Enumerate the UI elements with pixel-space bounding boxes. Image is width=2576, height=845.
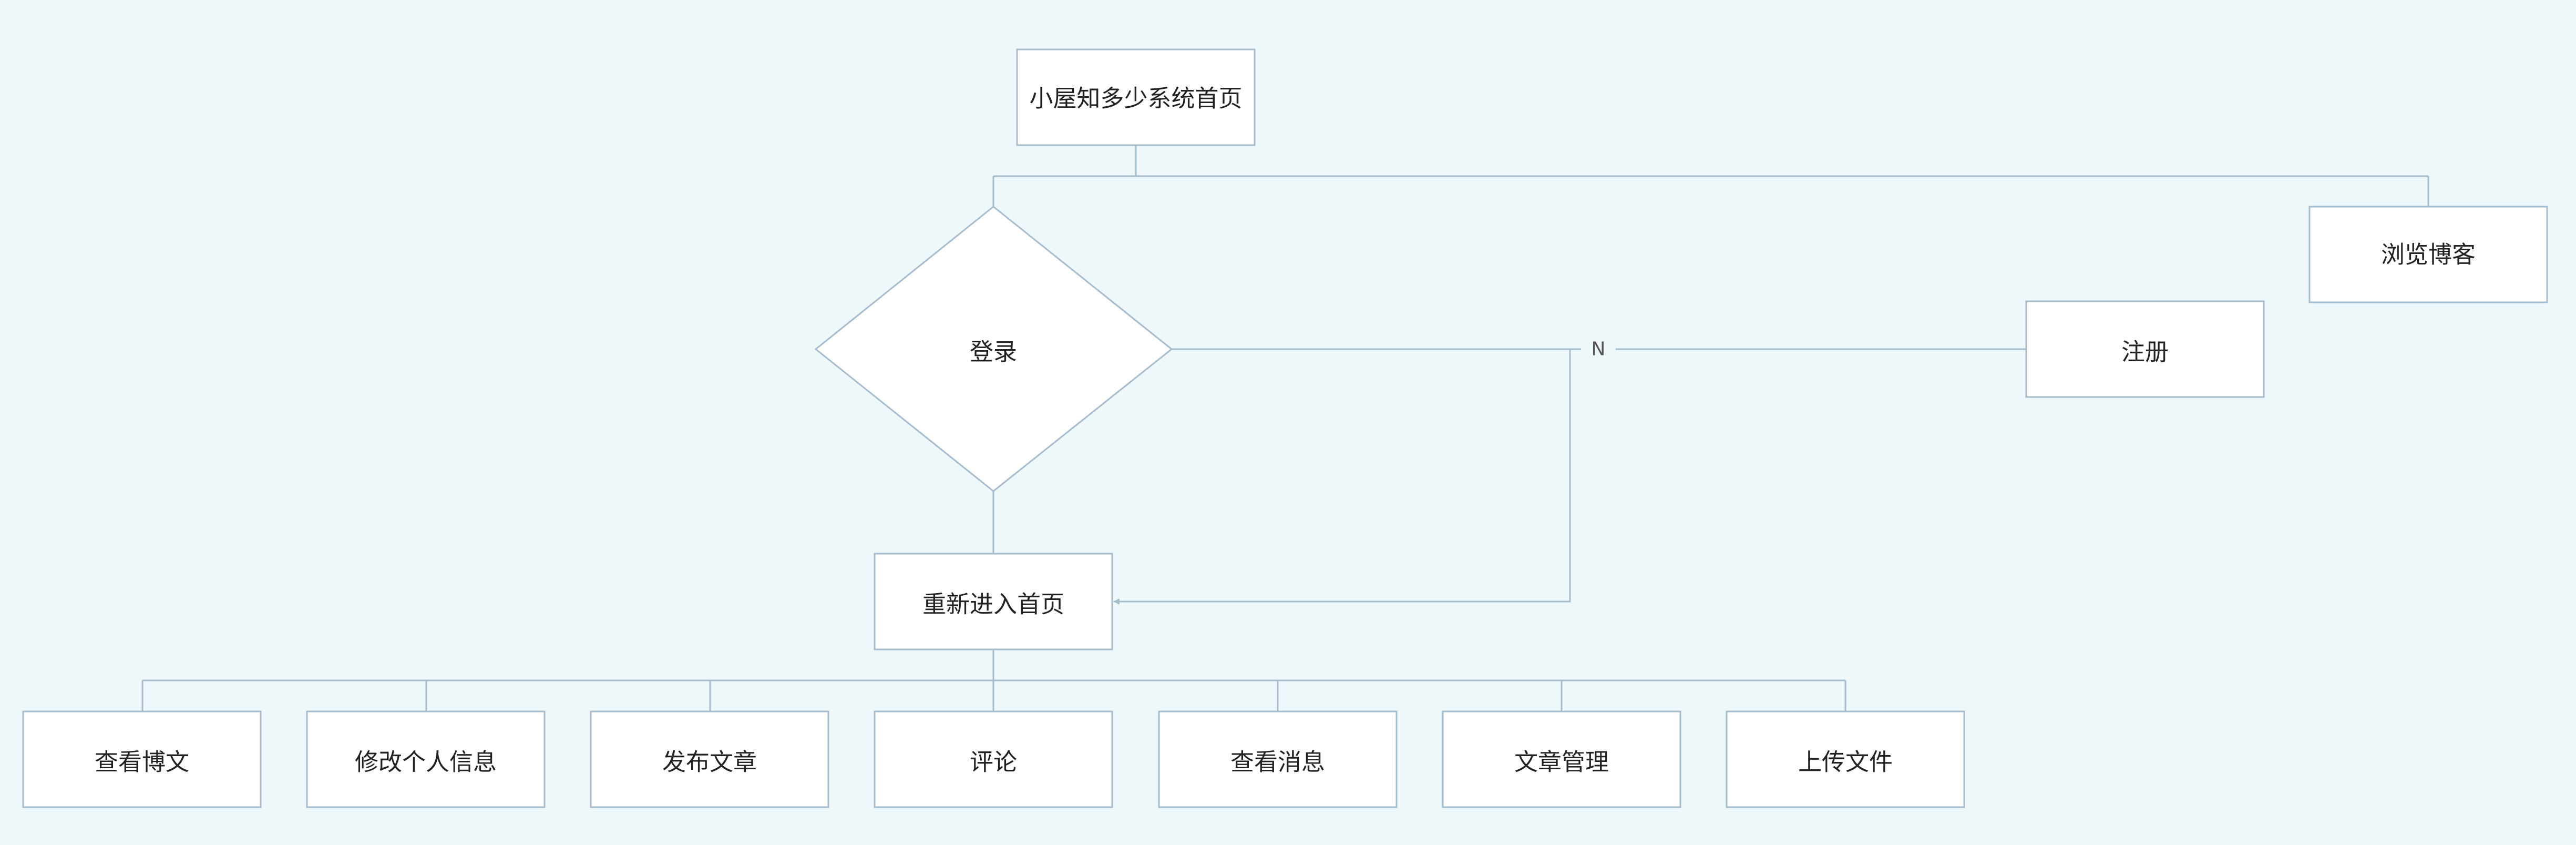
node-register: 注册 [2025, 300, 2265, 398]
node-view-messages: 查看消息 [1158, 710, 1398, 808]
node-edit-profile: 修改个人信息 [306, 710, 546, 808]
connectors [141, 145, 2429, 711]
node-home-label: 小屋知多少系统首页 [1029, 85, 1242, 113]
node-manage-articles: 文章管理 [1442, 710, 1681, 808]
node-home: 小屋知多少系统首页 [1016, 48, 1256, 146]
node-comment: 评论 [874, 710, 1113, 808]
node-publish-article: 发布文章 [590, 710, 829, 808]
node-login-label: 登录 [970, 338, 1017, 366]
edge-label-no: N [1581, 337, 1616, 362]
node-browse-blog: 浏览博客 [2308, 206, 2548, 303]
node-edit-profile-label: 修改个人信息 [355, 748, 497, 776]
node-upload-file: 上传文件 [1726, 710, 1965, 808]
node-upload-file-label: 上传文件 [1798, 748, 1893, 776]
node-reenter-home: 重新进入首页 [874, 553, 1113, 650]
node-view-messages-label: 查看消息 [1230, 748, 1325, 776]
node-view-posts: 查看博文 [22, 710, 262, 808]
node-browse-blog-label: 浏览博客 [2381, 241, 2476, 269]
node-comment-label: 评论 [970, 748, 1017, 776]
node-reenter-home-label: 重新进入首页 [922, 591, 1064, 618]
node-manage-articles-label: 文章管理 [1514, 748, 1609, 776]
node-view-posts-label: 查看博文 [95, 748, 189, 776]
node-login-decision: 登录 [814, 206, 1173, 492]
connector-no-branch-to-reenter [1113, 349, 1571, 605]
node-publish-article-label: 发布文章 [662, 748, 757, 776]
edge-label-no-text: N [1592, 339, 1606, 360]
node-register-label: 注册 [2121, 338, 2169, 366]
